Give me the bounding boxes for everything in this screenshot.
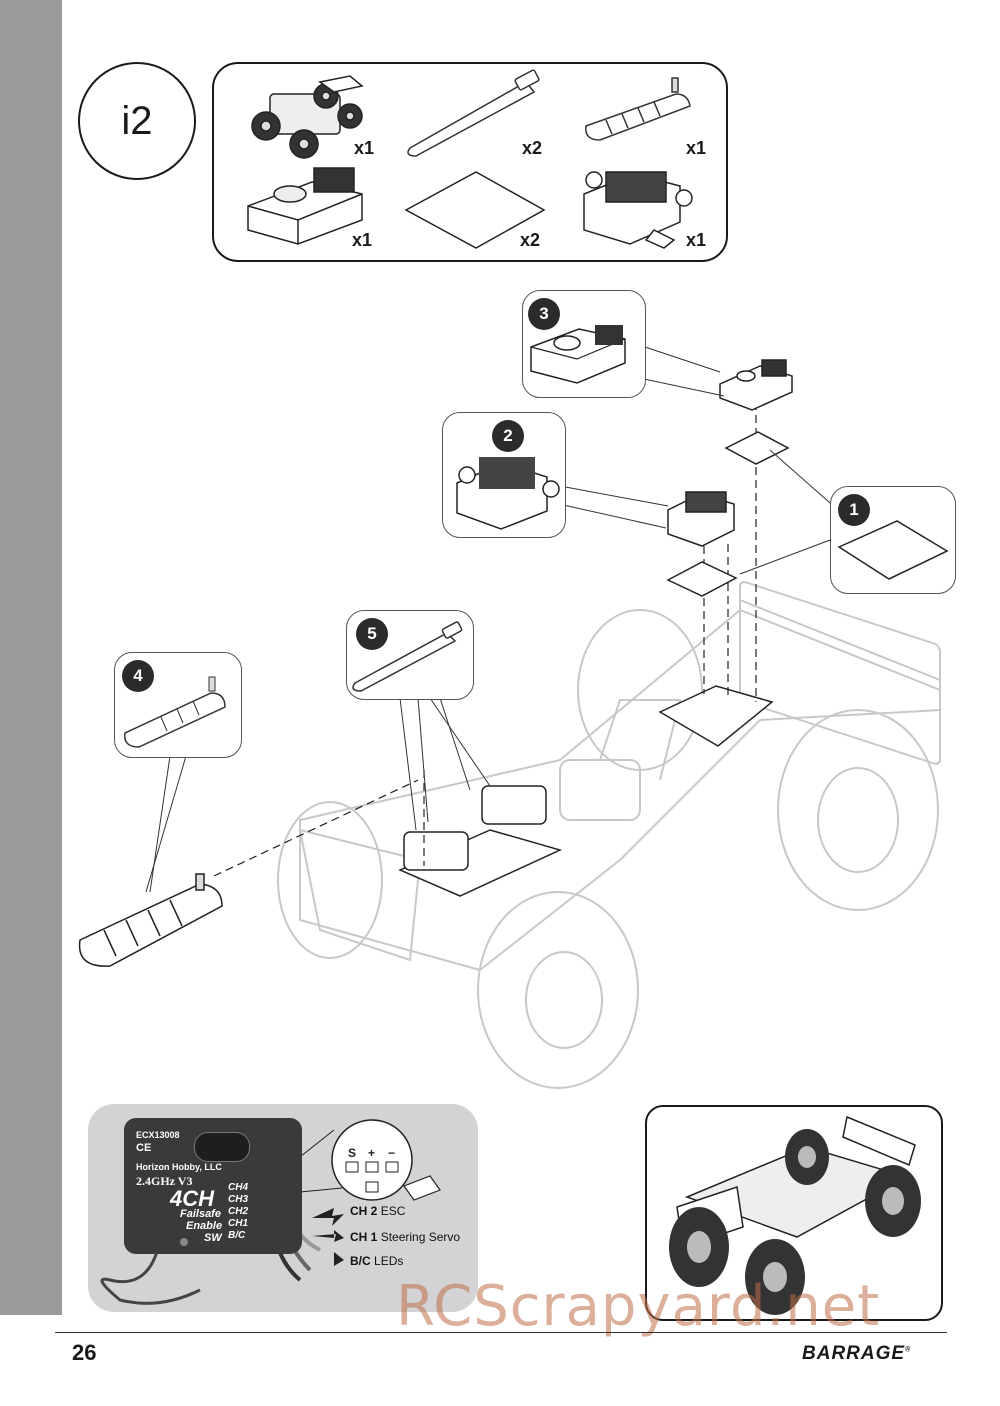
callout-receiver-art bbox=[530, 325, 626, 384]
callout-badge-5: 5 bbox=[356, 618, 388, 650]
receiver-illustration bbox=[247, 167, 363, 245]
callout-esc-art bbox=[456, 457, 560, 530]
pin-head-signal: S bbox=[348, 1146, 357, 1160]
callout-badge-4: 4 bbox=[122, 660, 154, 692]
callout-battery-art bbox=[124, 676, 226, 748]
callout-strap-art bbox=[352, 621, 463, 692]
receiver-label-card: ECX13008 CE Horizon Hobby, LLC 2.4GHz V3… bbox=[124, 1118, 302, 1254]
strap-illustration bbox=[407, 69, 540, 157]
parts-list: x1 x2 x1 x1 x2 x1 bbox=[212, 62, 728, 262]
wire-device-esc: ESC bbox=[380, 1204, 406, 1218]
rx-maker: Horizon Hobby, LLC bbox=[136, 1162, 222, 1172]
rx-bc: B/C bbox=[228, 1230, 246, 1241]
callout-strap bbox=[346, 610, 474, 700]
stack-esc bbox=[667, 491, 735, 547]
footer-rule bbox=[55, 1332, 947, 1333]
pin-zoom-circle bbox=[331, 1119, 413, 1201]
rx-ce-mark: CE bbox=[136, 1142, 152, 1154]
rx-ch2: CH2 bbox=[228, 1206, 249, 1217]
antenna-wire bbox=[100, 1239, 201, 1305]
wire-device-servo: Steering Servo bbox=[380, 1230, 461, 1244]
brand-reg: ® bbox=[905, 1346, 912, 1354]
finished-truck-box bbox=[645, 1105, 943, 1321]
qty-esc: x1 bbox=[686, 230, 707, 250]
brand-text: BARRAGE bbox=[802, 1343, 906, 1364]
callout-tape-art bbox=[837, 520, 949, 580]
side-bar bbox=[0, 0, 62, 1315]
battery-tray bbox=[398, 785, 563, 897]
pin-head-positive: + bbox=[368, 1146, 376, 1160]
pin-head-negative: − bbox=[388, 1146, 396, 1160]
roller-chassis-illustration bbox=[251, 75, 364, 159]
parts-illustrations bbox=[247, 69, 693, 249]
wire-channel-servo: CH 1 bbox=[350, 1230, 378, 1244]
wire-channel-esc: CH 2 bbox=[350, 1204, 378, 1218]
tape-illustration bbox=[404, 171, 546, 249]
mounting-plate bbox=[658, 685, 774, 747]
rx-bind-button bbox=[194, 1132, 250, 1162]
watermark: RCScrapyard.net bbox=[396, 1274, 881, 1339]
wire-arrows bbox=[312, 1208, 344, 1266]
qty-chassis: x1 bbox=[354, 138, 375, 158]
page-number: 26 bbox=[72, 1340, 97, 1365]
wire-label-servo: CH 1 Steering Servo bbox=[350, 1230, 460, 1244]
rx-band: 2.4GHz V3 bbox=[136, 1174, 193, 1188]
wire-device-leds: LEDs bbox=[374, 1254, 404, 1268]
qty-tape: x2 bbox=[520, 230, 541, 250]
rx-failsafe: Failsafe bbox=[180, 1208, 221, 1220]
truck-chassis-ghost bbox=[277, 581, 941, 1089]
rx-ch4: CH4 bbox=[228, 1182, 249, 1193]
wire-label-leds: B/C LEDs bbox=[350, 1254, 403, 1268]
wire-label-esc: CH 2 ESC bbox=[350, 1204, 405, 1218]
finger-icon bbox=[403, 1175, 441, 1201]
rx-model: ECX13008 bbox=[136, 1130, 180, 1140]
qty-strap: x2 bbox=[522, 138, 543, 158]
step-label: i2 bbox=[121, 98, 153, 143]
rx-ch1: CH1 bbox=[228, 1218, 249, 1229]
exploded-battery bbox=[78, 873, 223, 967]
rx-channels: 4CH bbox=[170, 1186, 215, 1211]
stack-tape-top bbox=[724, 431, 790, 465]
callout-badge-3: 3 bbox=[528, 298, 560, 330]
callout-tape bbox=[830, 486, 956, 594]
step-number: i2 bbox=[78, 62, 196, 180]
qty-receiver: x1 bbox=[352, 230, 373, 250]
rx-enable: Enable bbox=[186, 1220, 223, 1232]
brand-logo: BARRAGE® bbox=[802, 1343, 911, 1365]
rx-sw: SW bbox=[204, 1232, 222, 1244]
rx-ch3: CH3 bbox=[228, 1194, 249, 1205]
callout-esc bbox=[442, 412, 566, 538]
callout-badge-1: 1 bbox=[838, 494, 870, 526]
esc-illustration bbox=[583, 171, 693, 249]
stack-tape-bottom bbox=[666, 561, 738, 597]
battery-illustration bbox=[585, 77, 691, 141]
qty-battery: x1 bbox=[686, 138, 707, 158]
finished-truck-art bbox=[669, 1115, 921, 1315]
callout-badge-2: 2 bbox=[492, 420, 524, 452]
stack-receiver bbox=[719, 359, 793, 411]
rx-led bbox=[180, 1238, 188, 1246]
wire-channel-leds: B/C bbox=[350, 1254, 371, 1268]
